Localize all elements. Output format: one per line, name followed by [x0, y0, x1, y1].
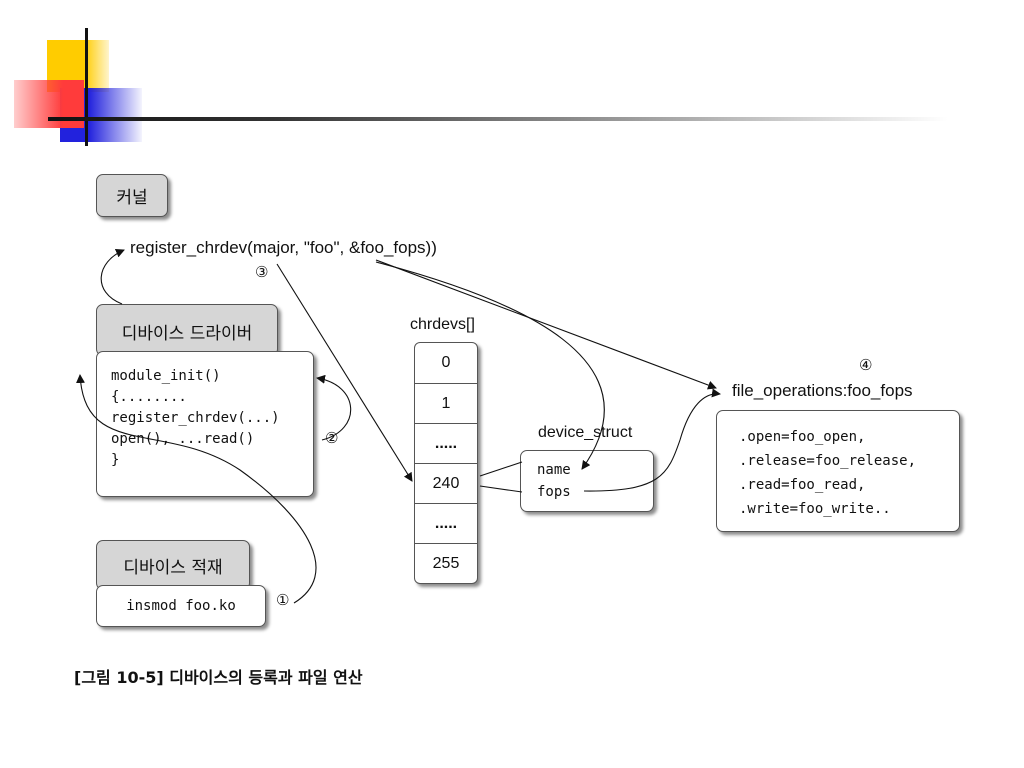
file-ops-field: .open=foo_open, — [739, 429, 866, 445]
arrow-fops-to-fileops — [583, 388, 721, 492]
step-marker-1: ① — [276, 591, 290, 609]
code-line: register_chrdev(...) — [111, 410, 280, 426]
load-label: 디바이스 적재 — [123, 558, 223, 578]
file-ops-label: file_operations:foo_fops — [732, 381, 913, 400]
arrow-insmod-to-module-init — [75, 374, 317, 604]
step-marker-2: ② — [325, 429, 339, 447]
deco-horizontal-line — [48, 117, 948, 121]
line-240-to-fops — [479, 485, 523, 493]
figure-caption: [그림 10-5] 디바이스의 등록과 파일 연산 — [74, 668, 363, 687]
code-line: open(), ...read() — [111, 431, 255, 447]
chrdevs-cell: 0 — [441, 354, 451, 371]
arrow-register-to-240 — [276, 263, 413, 482]
device-struct-field: name — [537, 462, 571, 478]
code-line: } — [111, 452, 120, 468]
code-line: {........ — [111, 389, 187, 405]
insmod-command: insmod foo.ko — [126, 597, 236, 614]
chrdevs-cell: 255 — [415, 543, 477, 583]
chrdevs-cell: ..... — [415, 423, 477, 463]
chrdevs-cell: ..... — [415, 503, 477, 543]
kernel-label: 커널 — [116, 188, 148, 208]
arrow-open-to-code — [316, 374, 352, 441]
device-struct-field: fops — [537, 484, 571, 500]
chrdevs-cell: 1 — [415, 383, 477, 423]
driver-label: 디바이스 드라이버 — [121, 324, 253, 344]
file-ops-field: .read=foo_read, — [739, 477, 866, 493]
insmod-box: insmod foo.ko — [96, 585, 266, 627]
deco-vertical-line — [85, 28, 88, 146]
device-struct-label: device_struct — [538, 424, 633, 441]
arrow-register-to-name — [375, 261, 605, 470]
arrow-driver-to-register — [100, 249, 125, 305]
step-marker-3: ③ — [255, 263, 269, 281]
code-line: module_init() — [111, 368, 221, 384]
file-ops-box: .open=foo_open, .release=foo_release, .r… — [716, 410, 960, 532]
line-240-to-name — [479, 461, 523, 477]
chrdevs-cell: 240 — [415, 463, 477, 503]
arrow-register-to-fileops — [375, 259, 717, 390]
chrdevs-array: 0 1 ..... 240 ..... 255 — [414, 342, 478, 584]
file-ops-field: .release=foo_release, — [739, 453, 917, 469]
chrdevs-label: chrdevs[] — [410, 316, 475, 333]
register-call-text: register_chrdev(major, "foo", &foo_fops)… — [130, 238, 437, 257]
driver-code-box: module_init() {........ register_chrdev(… — [96, 351, 314, 497]
kernel-box: 커널 — [96, 174, 168, 217]
load-header-box: 디바이스 적재 — [96, 540, 250, 590]
step-marker-4: ④ — [859, 356, 873, 374]
file-ops-field: .write=foo_write.. — [739, 501, 891, 517]
driver-header-box: 디바이스 드라이버 — [96, 304, 278, 356]
